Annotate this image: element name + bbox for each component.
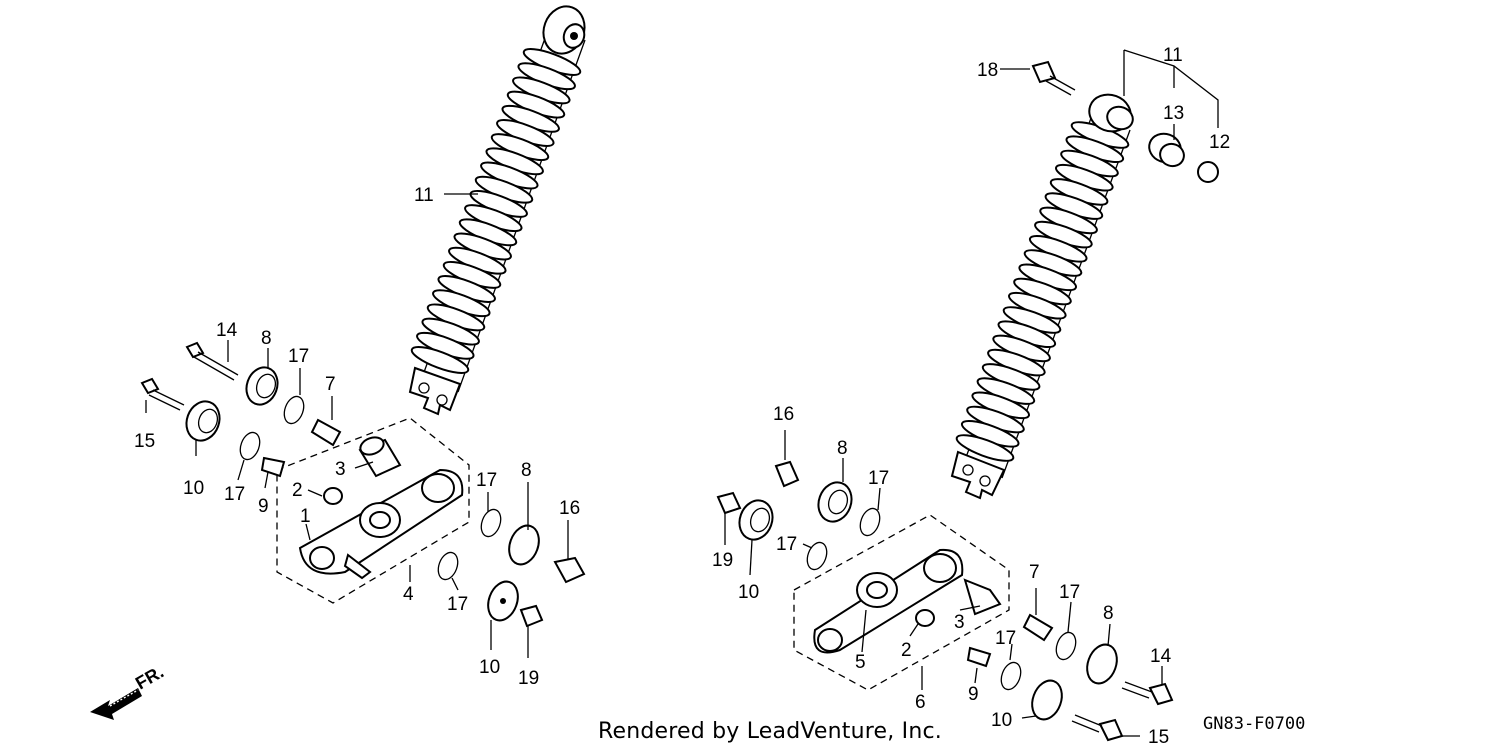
label-10-left-a: 10 bbox=[183, 478, 204, 499]
label-17-left-c: 17 bbox=[476, 470, 497, 491]
left-small-parts bbox=[140, 341, 586, 628]
label-10-right-b: 10 bbox=[991, 710, 1012, 731]
label-3-left: 3 bbox=[335, 459, 346, 480]
right-shock-absorber bbox=[950, 93, 1134, 500]
label-14-left: 14 bbox=[216, 320, 238, 341]
label-10-right-a: 10 bbox=[738, 582, 759, 603]
right-small-parts bbox=[716, 60, 1219, 742]
label-14-right: 14 bbox=[1150, 646, 1172, 667]
label-8-right-b: 8 bbox=[1103, 603, 1114, 624]
label-17-right-c: 17 bbox=[1059, 582, 1080, 603]
label-12-right: 12 bbox=[1209, 132, 1230, 153]
label-19-right: 19 bbox=[712, 550, 733, 571]
label-5-right: 5 bbox=[855, 652, 866, 673]
label-16-right: 16 bbox=[773, 404, 794, 425]
label-1-left: 1 bbox=[300, 506, 311, 527]
label-16-left: 16 bbox=[559, 498, 580, 519]
label-7-right: 7 bbox=[1029, 562, 1040, 583]
label-10-left-b: 10 bbox=[479, 657, 500, 678]
label-8-right-a: 8 bbox=[837, 438, 848, 459]
label-17-right-d: 17 bbox=[995, 628, 1016, 649]
part-labels-left: 11 14 8 17 7 15 10 17 9 3 2 1 4 17 8 16 … bbox=[134, 185, 580, 689]
label-17-left-d: 17 bbox=[447, 594, 468, 615]
label-2-left: 2 bbox=[292, 480, 303, 501]
label-17-left-b: 17 bbox=[224, 484, 245, 505]
label-6-right: 6 bbox=[915, 692, 926, 713]
label-9-left: 9 bbox=[258, 496, 269, 517]
label-17-right-b: 17 bbox=[776, 534, 797, 555]
label-7-left: 7 bbox=[325, 374, 336, 395]
leader-lines bbox=[145, 49, 1219, 737]
spring-coil bbox=[410, 346, 470, 374]
label-18-right: 18 bbox=[977, 60, 998, 81]
label-9-right: 9 bbox=[968, 684, 979, 705]
rendered-by-footer: Rendered by LeadVenture, Inc. bbox=[598, 719, 942, 744]
label-8-left-top: 8 bbox=[261, 328, 272, 349]
left-link-assembly-box bbox=[276, 417, 470, 604]
label-17-left-a: 17 bbox=[288, 346, 309, 367]
left-shock-absorber bbox=[408, 5, 586, 416]
label-4-left: 4 bbox=[403, 584, 414, 605]
label-8-left-b: 8 bbox=[521, 460, 532, 481]
figure-code: GN83-F0700 bbox=[1203, 714, 1306, 734]
part-labels-right: 18 11 13 12 16 8 17 19 10 17 7 17 8 3 2 … bbox=[712, 45, 1230, 748]
front-direction-arrow-icon bbox=[90, 688, 142, 720]
label-15-left: 15 bbox=[134, 431, 155, 452]
right-link-assembly-box bbox=[793, 514, 1010, 691]
label-17-right-a: 17 bbox=[868, 468, 889, 489]
label-2-right: 2 bbox=[901, 640, 912, 661]
label-19-left: 19 bbox=[518, 668, 539, 689]
label-15-right: 15 bbox=[1148, 727, 1169, 748]
label-13-right: 13 bbox=[1163, 103, 1184, 124]
label-3-right: 3 bbox=[954, 612, 965, 633]
label-11-right: 11 bbox=[1163, 45, 1183, 66]
spring-coil bbox=[955, 434, 1015, 462]
label-11-left: 11 bbox=[414, 185, 434, 206]
